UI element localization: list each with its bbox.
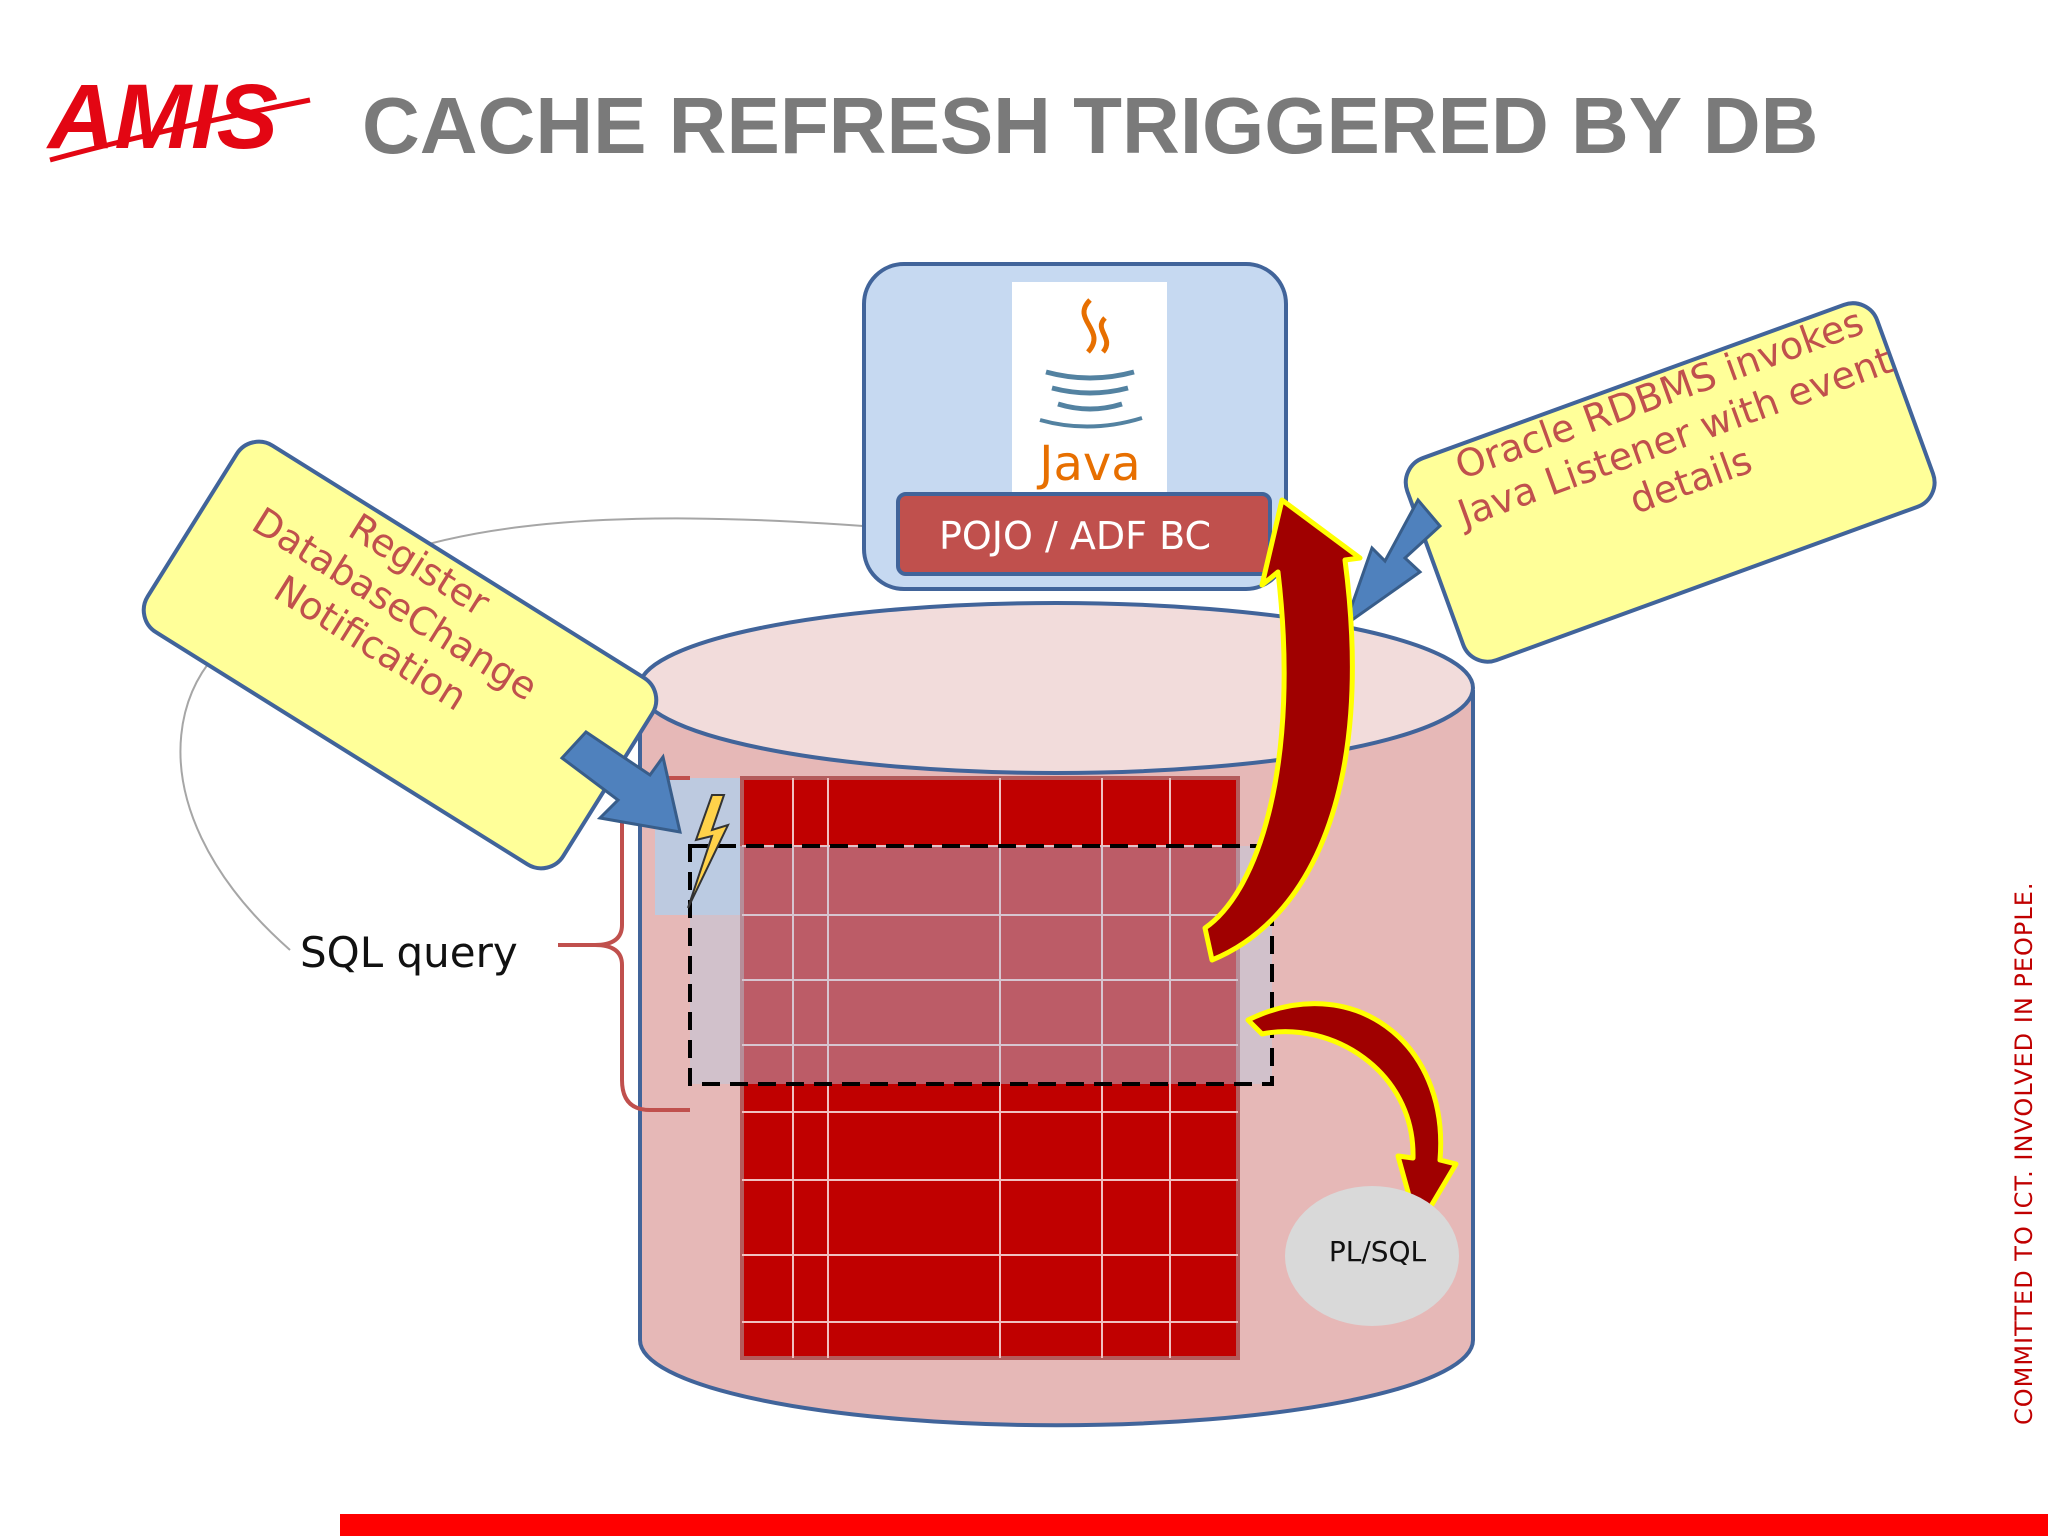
tagline: COMMITTED TO ICT. INVOLVED IN PEOPLE.	[2010, 881, 2038, 1425]
sql-query-label: SQL query	[300, 928, 518, 977]
plsql-ellipse	[1285, 1186, 1459, 1326]
pojo-adf-label: POJO / ADF BC	[938, 514, 1212, 558]
callback-arrow	[1202, 497, 1363, 963]
lightning-icon	[687, 794, 730, 909]
pojo-adf-box	[896, 492, 1272, 576]
page-title: CACHE REFRESH TRIGGERED BY DB	[362, 81, 1819, 170]
query-result-overlay	[688, 844, 1274, 1086]
footer-bar	[340, 1514, 2048, 1536]
java-cup-icon	[1039, 298, 1143, 429]
amis-logo: AMIS	[46, 66, 311, 168]
blue-arrow-right	[1342, 497, 1443, 629]
blue-arrow-left	[559, 730, 682, 834]
amis-logo-text: AMIS	[46, 66, 278, 168]
callout-invoke	[1403, 301, 1937, 664]
plsql-label: PL/SQL	[1328, 1235, 1427, 1268]
plsql-arrow	[1245, 1001, 1459, 1231]
java-logo-text: Java	[1036, 436, 1140, 492]
